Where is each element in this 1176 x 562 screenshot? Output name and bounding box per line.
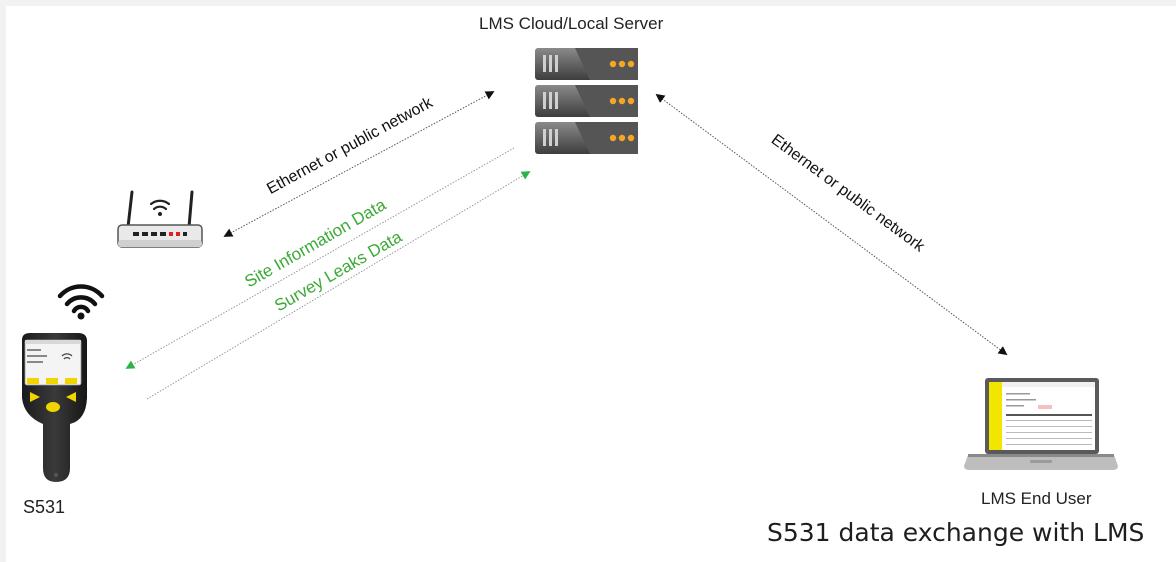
link-server-enduser-arrow	[655, 93, 1008, 356]
flow-site-info-arrow	[125, 147, 515, 369]
leak-detector-device-icon	[22, 333, 87, 482]
router-icon	[117, 190, 203, 248]
device-label: S531	[23, 497, 66, 517]
end-user-label: LMS End User	[981, 489, 1092, 508]
server-icon	[535, 48, 638, 154]
diagram-caption: S531 data exchange with LMS	[767, 518, 1145, 547]
laptop-icon	[964, 378, 1118, 470]
link-router-server-label: Ethernet or public network	[264, 94, 436, 198]
flow-survey-leaks-arrow	[146, 171, 531, 400]
server-label: LMS Cloud/Local Server	[479, 14, 664, 33]
wifi-icon	[57, 284, 105, 320]
